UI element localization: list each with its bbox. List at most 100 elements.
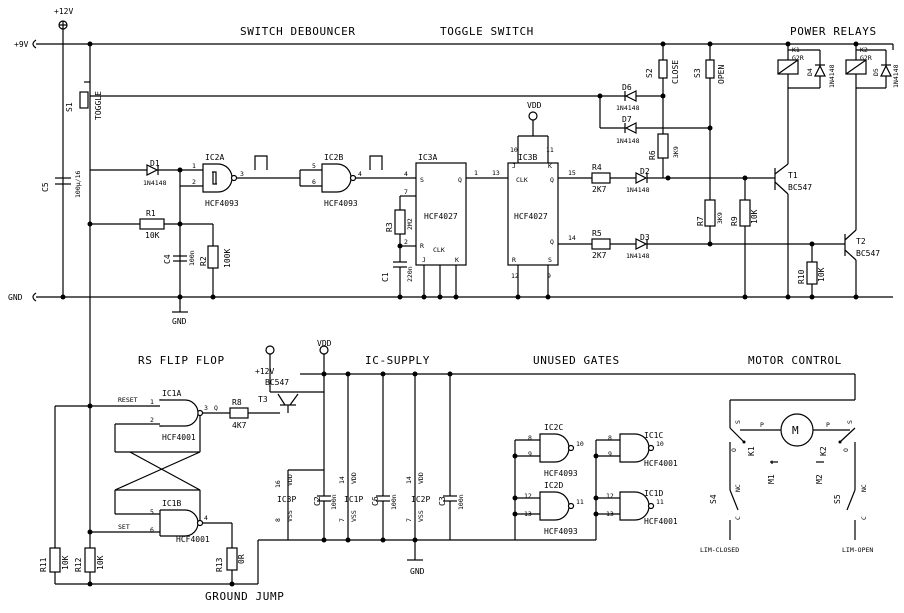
title-toggle-switch: TOGGLE SWITCH bbox=[440, 25, 534, 38]
c4-capacitor: C4 100n bbox=[163, 250, 196, 266]
svg-text:S4: S4 bbox=[709, 494, 718, 504]
plus12-terminal: +12V bbox=[54, 7, 73, 30]
svg-text:10K: 10K bbox=[96, 555, 105, 570]
svg-text:0R: 0R bbox=[237, 554, 246, 564]
svg-text:IC2D: IC2D bbox=[544, 481, 563, 490]
ic2b-gate: IC2B HCF4093 5 6 4 bbox=[312, 153, 362, 208]
set-label: SET bbox=[118, 523, 130, 531]
svg-text:R6: R6 bbox=[648, 150, 657, 160]
s5-switch: S5 NC C bbox=[833, 442, 868, 540]
svg-text:S5: S5 bbox=[833, 494, 842, 504]
svg-text:12: 12 bbox=[606, 492, 614, 500]
svg-text:6: 6 bbox=[312, 178, 316, 186]
r8-resistor bbox=[229, 407, 249, 419]
gnd-label: GND bbox=[8, 293, 23, 302]
svg-text:D6: D6 bbox=[622, 83, 632, 92]
svg-text:C3: C3 bbox=[438, 496, 447, 506]
pulse-waveform-2 bbox=[369, 155, 383, 170]
svg-text:VSS: VSS bbox=[350, 510, 358, 522]
svg-text:G2R: G2R bbox=[860, 54, 872, 62]
svg-text:BC547: BC547 bbox=[788, 183, 812, 192]
svg-text:R: R bbox=[512, 256, 516, 264]
svg-text:220n: 220n bbox=[406, 266, 414, 282]
svg-text:IC3A: IC3A bbox=[418, 153, 437, 162]
d2-diode: D2 1N4148 bbox=[626, 167, 650, 194]
svg-text:5: 5 bbox=[150, 508, 154, 516]
svg-text:IC1A: IC1A bbox=[162, 389, 181, 398]
svg-text:5: 5 bbox=[312, 162, 316, 170]
svg-text:HCF4027: HCF4027 bbox=[424, 212, 458, 221]
svg-text:HCF4093: HCF4093 bbox=[205, 199, 239, 208]
svg-text:D4: D4 bbox=[806, 68, 814, 76]
svg-text:C4: C4 bbox=[163, 254, 172, 264]
r11-resistor bbox=[49, 547, 61, 573]
svg-text:8: 8 bbox=[528, 434, 532, 442]
c3-capacitor: C3 100n bbox=[438, 374, 465, 540]
svg-text:O: O bbox=[842, 448, 850, 452]
svg-text:R1: R1 bbox=[146, 209, 156, 218]
svg-text:S: S bbox=[734, 420, 742, 424]
svg-text:HCF4001: HCF4001 bbox=[644, 459, 678, 468]
svg-text:HCF4093: HCF4093 bbox=[544, 469, 578, 478]
svg-text:14: 14 bbox=[338, 476, 346, 484]
svg-text:2: 2 bbox=[404, 238, 408, 246]
plus12b-label: +12V bbox=[255, 367, 274, 376]
svg-text:S3: S3 bbox=[693, 68, 702, 78]
svg-text:S1: S1 bbox=[65, 102, 74, 112]
svg-text:4K7: 4K7 bbox=[232, 421, 247, 430]
svg-text:8: 8 bbox=[608, 434, 612, 442]
title-ic-supply: IC-SUPPLY bbox=[365, 354, 430, 367]
s2-switch bbox=[658, 59, 668, 79]
svg-text:1N4148: 1N4148 bbox=[626, 186, 650, 194]
ic1a-gate: IC1A HCF4001 1 2 3 bbox=[150, 389, 208, 442]
svg-text:13: 13 bbox=[492, 169, 500, 177]
k1-contact: O K1 bbox=[729, 427, 756, 456]
svg-text:8: 8 bbox=[274, 518, 282, 522]
svg-text:J: J bbox=[422, 256, 426, 264]
s3-switch bbox=[705, 59, 715, 79]
svg-text:R2: R2 bbox=[199, 256, 208, 266]
svg-text:100n: 100n bbox=[390, 494, 398, 510]
svg-text:7: 7 bbox=[404, 188, 408, 196]
svg-text:1: 1 bbox=[474, 169, 478, 177]
ic1d-gate: IC1D HCF4001 12 13 11 bbox=[606, 489, 678, 526]
svg-text:S: S bbox=[548, 256, 552, 264]
svg-text:7: 7 bbox=[405, 518, 413, 522]
r10-resistor bbox=[806, 261, 818, 285]
svg-text:100µ/16: 100µ/16 bbox=[74, 171, 82, 198]
svg-text:3K9: 3K9 bbox=[716, 212, 724, 224]
svg-text:R12: R12 bbox=[74, 557, 83, 572]
svg-text:T3: T3 bbox=[258, 395, 268, 404]
d7-diode: D7 1N4148 bbox=[616, 115, 640, 145]
svg-text:2K7: 2K7 bbox=[592, 185, 607, 194]
svg-text:R13: R13 bbox=[215, 557, 224, 572]
k1-relay: K1 G2R bbox=[777, 44, 804, 96]
c2-capacitor: C2 100n bbox=[313, 470, 338, 540]
svg-text:C2: C2 bbox=[313, 496, 322, 506]
svg-text:P: P bbox=[760, 421, 764, 429]
r4-resistor bbox=[591, 172, 611, 184]
pulse-waveform-1 bbox=[254, 155, 268, 170]
svg-text:3: 3 bbox=[204, 404, 208, 412]
svg-text:10K: 10K bbox=[750, 209, 759, 224]
ic1c-gate: IC1C HCF4001 8 9 10 bbox=[608, 431, 678, 468]
svg-text:IC1D: IC1D bbox=[644, 489, 663, 498]
lim-closed-label: LIM-CLOSED bbox=[700, 546, 739, 554]
r12-resistor bbox=[84, 547, 96, 573]
svg-text:10K: 10K bbox=[61, 555, 70, 570]
svg-text:IC1C: IC1C bbox=[644, 431, 663, 440]
svg-text:12: 12 bbox=[524, 492, 532, 500]
svg-text:HCF4093: HCF4093 bbox=[324, 199, 358, 208]
svg-text:R5: R5 bbox=[592, 229, 602, 238]
svg-text:1: 1 bbox=[150, 398, 154, 406]
r1-resistor bbox=[139, 218, 165, 230]
t1-transistor: T1 BC547 bbox=[774, 163, 812, 195]
c5-capacitor: C5 100µ/16 bbox=[41, 171, 82, 198]
svg-text:VDD: VDD bbox=[417, 472, 425, 484]
svg-text:VDD: VDD bbox=[350, 472, 358, 484]
d4-diode: D4 1N4148 bbox=[806, 64, 836, 88]
plus12b-terminal bbox=[265, 345, 275, 355]
reset-label: RESET bbox=[118, 396, 138, 404]
svg-text:R8: R8 bbox=[232, 398, 242, 407]
r6-resistor bbox=[657, 133, 669, 159]
